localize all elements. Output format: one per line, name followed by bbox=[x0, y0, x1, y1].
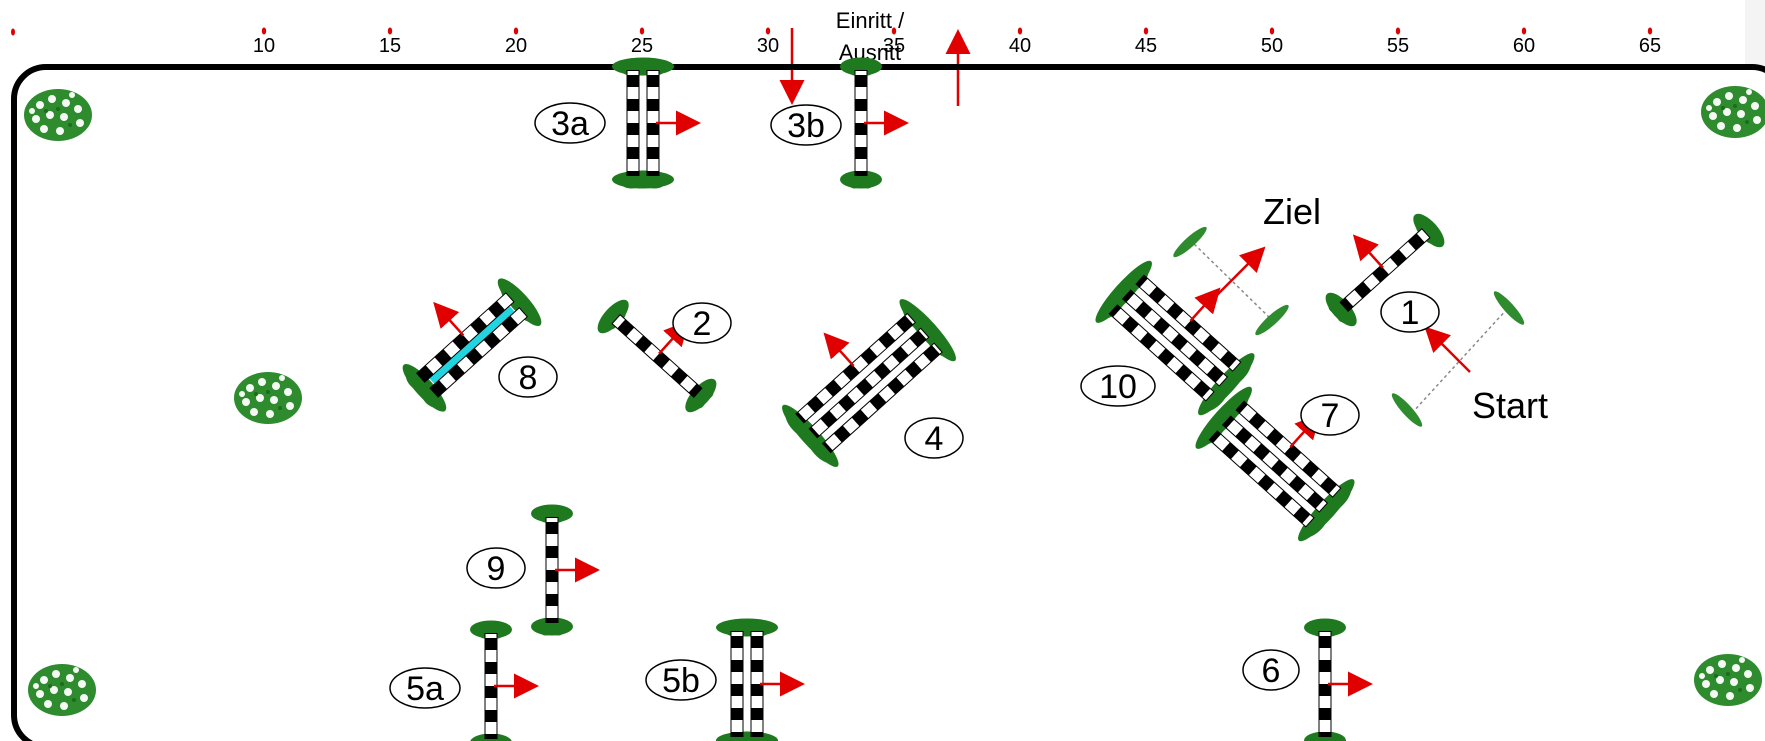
obstacle-3b: 3b bbox=[770, 57, 909, 189]
obstacle-8: 8 bbox=[402, 278, 558, 412]
obstacle-number: 5b bbox=[662, 662, 700, 700]
jump-pole bbox=[626, 70, 640, 176]
entrance-label-line1: Einritt / bbox=[836, 8, 905, 33]
jump-pole bbox=[795, 312, 917, 424]
obstacle-number: 5a bbox=[406, 670, 444, 708]
ruler-tick-label: 25 bbox=[631, 35, 653, 57]
ruler-tick-label: 45 bbox=[1135, 35, 1157, 57]
arena-border bbox=[11, 64, 1765, 741]
ruler-tick-mark bbox=[1647, 27, 1653, 35]
obstacle-label: 2 bbox=[672, 302, 732, 344]
obstacle-number: 10 bbox=[1099, 368, 1137, 406]
flower-bush-icon bbox=[28, 664, 96, 716]
obstacle-label: 3a bbox=[534, 102, 606, 144]
obstacle-number: 2 bbox=[693, 305, 712, 343]
finish-label: Ziel bbox=[1263, 191, 1321, 232]
jump-pole bbox=[1121, 289, 1229, 387]
obstacle-label: 8 bbox=[498, 356, 558, 398]
ruler-tick-label: 35 bbox=[883, 35, 905, 57]
ruler-tick-label: 60 bbox=[1513, 35, 1535, 57]
jump-direction-arrow-icon bbox=[823, 332, 855, 367]
jump-pole bbox=[429, 307, 529, 398]
obstacle-label: 4 bbox=[904, 417, 964, 459]
finish-direction-arrow-icon bbox=[1213, 246, 1266, 299]
jump-direction-arrow-icon bbox=[433, 301, 465, 337]
obstacle-9: 9 bbox=[466, 504, 600, 636]
obstacle-1: 1 bbox=[1325, 213, 1445, 333]
flower-bush-icon bbox=[1694, 654, 1762, 706]
obstacle-label: 6 bbox=[1242, 649, 1300, 691]
start-line: Start bbox=[1391, 291, 1548, 427]
ruler-tick-mark bbox=[891, 27, 897, 35]
flower-bush-icon bbox=[1701, 86, 1765, 138]
obstacle-label: 5a bbox=[389, 667, 461, 709]
obstacle-number: 8 bbox=[519, 359, 538, 397]
flower-bush-icon bbox=[24, 89, 92, 141]
obstacle-label: 3b bbox=[770, 104, 842, 146]
ruler-tick-mark bbox=[765, 27, 771, 35]
start-marker-icon bbox=[1493, 291, 1525, 325]
flower-bush-icon bbox=[234, 372, 302, 424]
ruler-tick-mark bbox=[11, 28, 15, 36]
obstacle-label: 9 bbox=[466, 547, 526, 589]
ruler-tick-mark bbox=[513, 27, 519, 35]
jump-pole bbox=[1208, 430, 1315, 528]
obstacle-number: 1 bbox=[1401, 294, 1420, 332]
obstacle-7: 7 bbox=[1195, 386, 1360, 542]
water-tray-icon bbox=[425, 301, 519, 389]
ruler-tick-label: 40 bbox=[1009, 35, 1031, 57]
jump-pole bbox=[808, 327, 930, 439]
start-label: Start bbox=[1472, 385, 1548, 426]
finish-marker-icon bbox=[1255, 304, 1289, 336]
start-direction-arrow-icon bbox=[1424, 326, 1471, 373]
ruler-tick-mark bbox=[1017, 27, 1023, 35]
jump-pole bbox=[1108, 304, 1215, 402]
obstacle-number: 3b bbox=[787, 107, 825, 145]
ruler-tick-mark bbox=[1395, 27, 1401, 35]
obstacle-number: 6 bbox=[1262, 652, 1281, 690]
ruler-tick-label: 50 bbox=[1261, 35, 1283, 57]
ruler-tick-label: 65 bbox=[1639, 35, 1661, 57]
obstacle-label: 10 bbox=[1080, 365, 1156, 407]
jump-pole bbox=[821, 342, 943, 454]
obstacle-number: 9 bbox=[487, 550, 506, 588]
finish-marker-icon bbox=[1173, 226, 1207, 258]
obstacle-10: 10 bbox=[1080, 260, 1255, 416]
obstacle-number: 7 bbox=[1321, 397, 1340, 435]
obstacle-6: 6 bbox=[1242, 618, 1373, 741]
ruler-tick-mark bbox=[1143, 27, 1149, 35]
jump-pole bbox=[730, 631, 744, 737]
start-marker-icon bbox=[1391, 393, 1423, 427]
obstacle-5a: 5a bbox=[389, 620, 539, 741]
obstacle-2: 2 bbox=[597, 299, 732, 413]
finish-line: Ziel bbox=[1173, 191, 1321, 336]
scrollbar-edge bbox=[1745, 0, 1765, 70]
obstacle-5b: 5b bbox=[645, 618, 805, 741]
ruler-tick-mark bbox=[1269, 27, 1275, 35]
entrance-exit: Einritt / Ausritt bbox=[779, 8, 971, 106]
obstacle-number: 3a bbox=[551, 105, 589, 143]
obstacle-label: 1 bbox=[1380, 291, 1440, 333]
ruler-tick-label: 15 bbox=[379, 35, 401, 57]
jump-direction-arrow-icon bbox=[1352, 234, 1384, 269]
obstacle-label: 7 bbox=[1300, 394, 1360, 436]
jump-direction-arrow-icon bbox=[1189, 287, 1221, 322]
ruler-tick-mark bbox=[639, 27, 645, 35]
obstacle-number: 4 bbox=[925, 420, 944, 458]
ruler-tick-label: 20 bbox=[505, 35, 527, 57]
ruler-tick-label: 55 bbox=[1387, 35, 1409, 57]
ruler-tick-mark bbox=[387, 27, 393, 35]
ruler-tick-label: 10 bbox=[253, 35, 275, 57]
ruler-tick-mark bbox=[1521, 27, 1527, 35]
ruler-tick-label: 30 bbox=[757, 35, 779, 57]
obstacle-label: 5b bbox=[645, 659, 717, 701]
obstacle-3a: 3a bbox=[534, 57, 701, 189]
jump-pole bbox=[1221, 415, 1329, 513]
distance-ruler: 10 15 20 25 30 35 40 45 50 55 60 65 bbox=[11, 27, 1661, 57]
obstacle-4: 4 bbox=[782, 299, 964, 467]
ruler-tick-mark bbox=[261, 27, 267, 35]
